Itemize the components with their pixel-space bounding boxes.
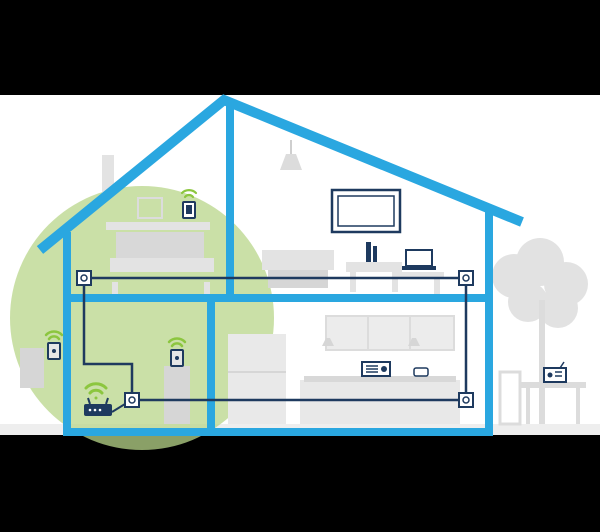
dresser (164, 366, 190, 424)
tv-stand (346, 262, 402, 272)
wall-socket-icon (76, 270, 92, 286)
tv-stand-leg (350, 272, 356, 292)
radio-icon (543, 361, 567, 383)
tv-icon (330, 188, 402, 234)
picture-frame (137, 197, 163, 219)
bed-leg (112, 282, 118, 294)
house-walls (36, 94, 524, 436)
pendant-lamp (408, 338, 420, 346)
tv-stand-leg (392, 272, 398, 292)
ceiling-lamp (280, 154, 302, 170)
side-table (20, 348, 44, 388)
pendant-lamp (322, 338, 334, 346)
kitchen-upper-cabinets (325, 315, 455, 351)
wall-sockets (76, 270, 474, 408)
furniture (20, 140, 588, 426)
bed-headboard (116, 232, 204, 260)
chimney (102, 155, 114, 193)
wall-socket-icon (124, 392, 140, 408)
speaker-icon (366, 242, 377, 262)
kettle-icon (413, 367, 429, 377)
countertop (304, 376, 456, 382)
bed-mattress (110, 258, 214, 272)
wall-socket-icon (458, 270, 474, 286)
tree-trunk (539, 300, 545, 424)
wall-socket-icon (458, 392, 474, 408)
desk-leg (434, 278, 440, 296)
tree-foliage (508, 282, 548, 322)
patio-chair (498, 370, 522, 426)
roof (36, 94, 524, 254)
tablet-icon (182, 201, 196, 219)
sofa-back (262, 250, 334, 270)
wifi-icon (180, 189, 198, 199)
wifi-icon (44, 330, 64, 341)
tree-foliage (538, 288, 578, 328)
desk-top (396, 272, 444, 278)
fridge (228, 334, 286, 424)
bed-leg (204, 282, 210, 294)
wifi-icon (167, 337, 187, 348)
powerline-adapter-icon (47, 342, 61, 360)
radio-icon (361, 361, 391, 377)
patio-table (520, 382, 586, 388)
powerline-wiring (82, 276, 468, 402)
patio-table-leg (576, 388, 580, 424)
powerline-adapter-icon (170, 349, 184, 367)
patio-table-leg (526, 388, 530, 424)
bed-headboard-top (106, 222, 210, 230)
laptop-icon (402, 249, 436, 270)
wifi-icon (84, 382, 108, 400)
wire-left (82, 278, 134, 400)
lamp-cord (290, 140, 292, 154)
kitchen-counter (300, 380, 460, 424)
router-icon (84, 397, 126, 416)
